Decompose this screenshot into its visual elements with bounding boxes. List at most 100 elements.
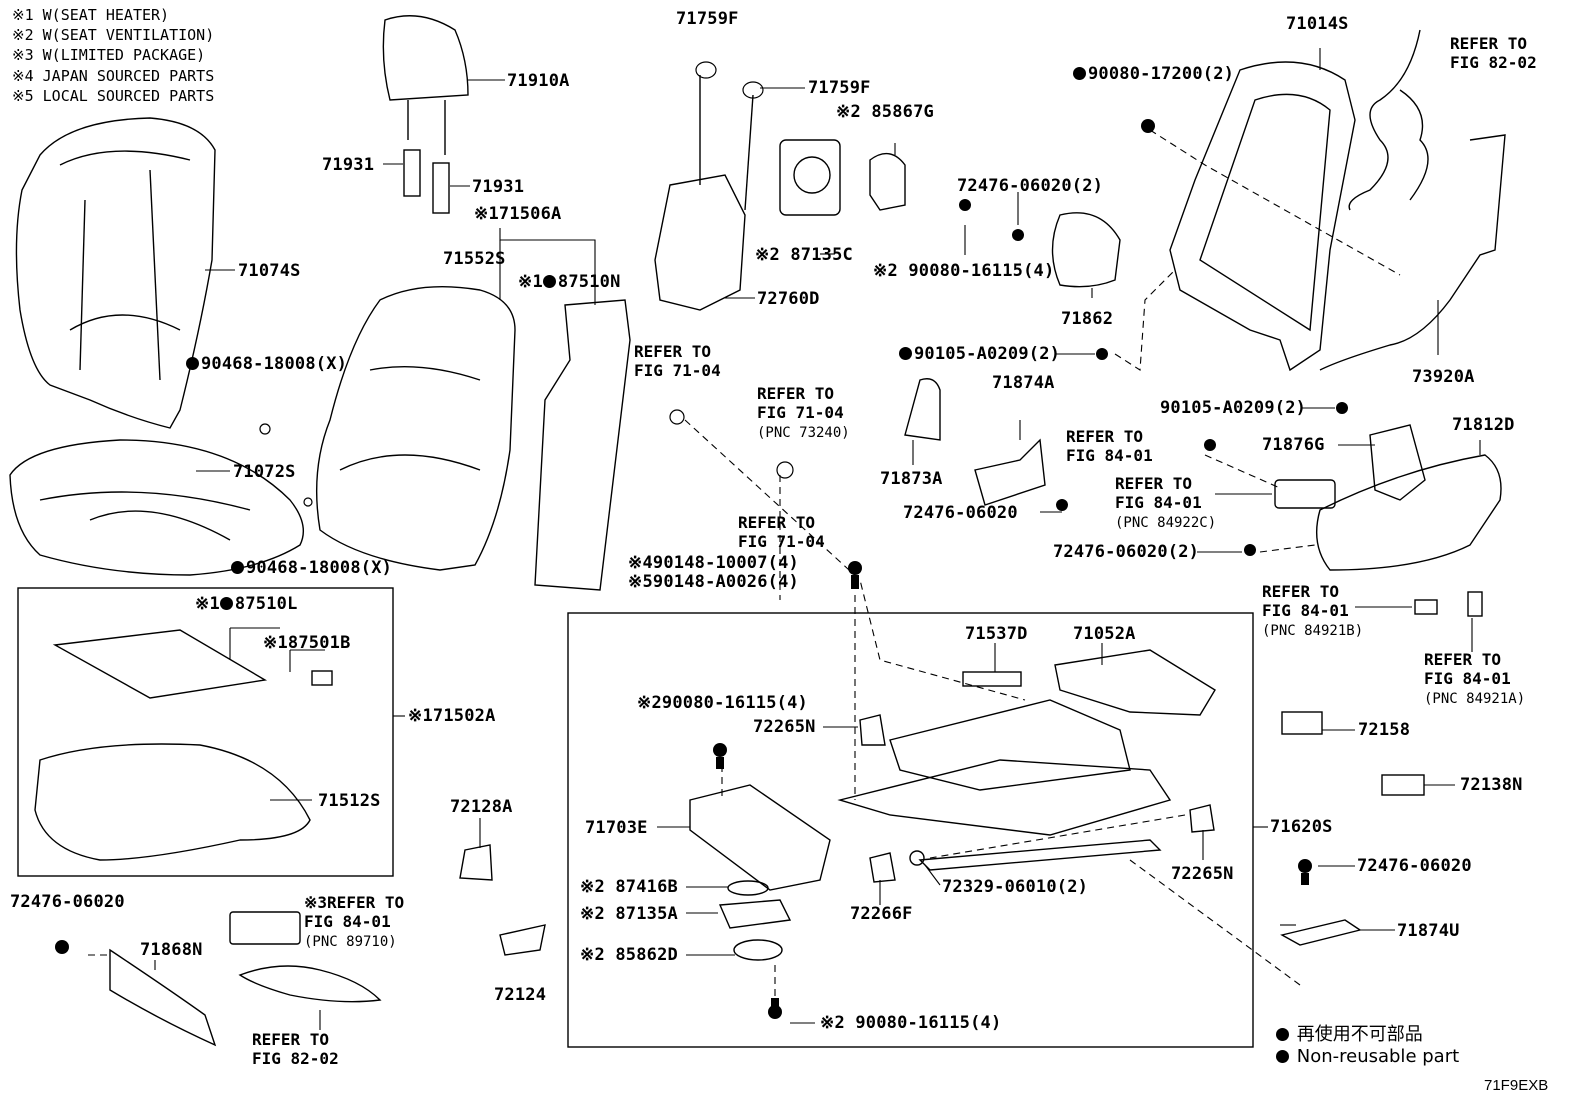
- part-72265n-upper[interactable]: 72265N: [753, 717, 816, 737]
- part-90105-lower[interactable]: 90105-A0209(2): [1160, 398, 1307, 418]
- part-87501b[interactable]: ※187501B: [263, 634, 351, 652]
- part-number: 90080-16115(4): [908, 261, 1055, 281]
- part-71620s[interactable]: 71620S: [1270, 817, 1333, 837]
- part-71537d[interactable]: 71537D: [965, 624, 1028, 644]
- pnc-text: (PNC 73240): [757, 425, 850, 441]
- part-71506a[interactable]: ※171506A: [474, 204, 562, 224]
- part-90080-16115-box-top[interactable]: ※290080-16115(4): [637, 694, 808, 712]
- note-mark: ※2: [820, 1013, 845, 1033]
- headrest-drawing: [382, 15, 469, 214]
- part-number: 87135A: [615, 904, 678, 924]
- refer-text: REFER TO FIG 84-01: [1424, 650, 1511, 688]
- part-72158[interactable]: 72158: [1358, 720, 1411, 740]
- part-87135a[interactable]: ※2 87135A: [580, 905, 678, 923]
- part-87135c[interactable]: ※2 87135C: [755, 246, 853, 264]
- part-71759f-lower[interactable]: 71759F: [808, 78, 871, 98]
- part-73920a[interactable]: 73920A: [1412, 367, 1475, 387]
- part-71868n[interactable]: 71868N: [140, 940, 203, 960]
- part-71876g[interactable]: 71876G: [1262, 435, 1325, 455]
- part-72476-06020-2-top[interactable]: 72476-06020(2): [957, 176, 1104, 196]
- part-number: 90080-17200(2): [1088, 64, 1235, 84]
- part-72138n[interactable]: 72138N: [1460, 775, 1523, 795]
- note-text: W(SEAT VENTILATION): [42, 26, 215, 44]
- part-85867g[interactable]: ※2 85867G: [836, 103, 934, 121]
- part-71862[interactable]: 71862: [1061, 309, 1114, 329]
- part-90148-10007[interactable]: ※490148-10007(4): [628, 554, 799, 572]
- refer-fig-84-01-a[interactable]: REFER TO FIG 84-01: [1066, 427, 1153, 465]
- part-71703e[interactable]: 71703E: [585, 818, 648, 838]
- note-mark: ※1: [408, 706, 433, 726]
- note-4: ※4 JAPAN SOURCED PARTS: [12, 66, 214, 87]
- part-72265n-lower[interactable]: 72265N: [1171, 864, 1234, 884]
- non-reusable-dot-icon: [186, 357, 199, 370]
- part-72128a[interactable]: 72128A: [450, 797, 513, 817]
- part-71014s[interactable]: 71014S: [1286, 14, 1349, 34]
- part-72476-06020-2-right[interactable]: 72476-06020(2): [1053, 542, 1200, 562]
- part-90080-17200[interactable]: 90080-17200(2): [1073, 65, 1234, 83]
- refer-fig-84-01-b[interactable]: REFER TO FIG 84-01 (PNC 84922C): [1115, 474, 1216, 533]
- note-mark: ※2: [580, 945, 605, 965]
- part-72476-06020-lower-left[interactable]: 72476-06020: [10, 892, 125, 912]
- note-mark: ※3: [304, 893, 328, 912]
- refer-fig-84-01-c[interactable]: REFER TO FIG 84-01 (PNC 84921B): [1262, 582, 1363, 641]
- part-71931-lower[interactable]: 71931: [472, 177, 525, 197]
- note-mark: ※5: [12, 87, 34, 105]
- part-71874a[interactable]: 71874A: [992, 373, 1055, 393]
- non-reusable-dot-icon: [231, 561, 244, 574]
- part-71512s[interactable]: 71512S: [318, 791, 381, 811]
- switch-84922c-drawing: [1274, 479, 1336, 509]
- part-71074s[interactable]: 71074S: [238, 261, 301, 281]
- seat-track-drawing: [837, 649, 1216, 871]
- refer-fig-84-01-e[interactable]: ※3REFER TO FIG 84-01 (PNC 89710): [304, 893, 404, 952]
- part-number: 87510N: [557, 272, 621, 292]
- part-90080-16115-top[interactable]: ※2 90080-16115(4): [873, 262, 1054, 280]
- note-text: W(LIMITED PACKAGE): [42, 46, 206, 64]
- seatback-cover-drawing: [15, 117, 216, 429]
- part-72760d[interactable]: 72760D: [757, 289, 820, 309]
- part-85862d[interactable]: ※2 85862D: [580, 946, 678, 964]
- refer-fig-71-04-a[interactable]: REFER TO FIG 71-04: [634, 342, 721, 380]
- part-71502a[interactable]: ※171502A: [408, 707, 496, 725]
- part-71052a[interactable]: 71052A: [1073, 624, 1136, 644]
- part-72476-06020-lower-right[interactable]: 72476-06020: [1357, 856, 1472, 876]
- refer-text: REFER TO FIG 84-01: [304, 893, 405, 931]
- part-71759f-upper[interactable]: 71759F: [676, 9, 739, 29]
- part-90148-a0026[interactable]: ※590148-A0026(4): [628, 573, 799, 591]
- part-90468-lower[interactable]: 90468-18008(X): [231, 559, 392, 577]
- part-number: 90148-A0026(4): [652, 572, 799, 592]
- legend-jp: 再使用不可部品: [1276, 1020, 1423, 1046]
- dashed-leaders: [88, 129, 1401, 1000]
- legend-jp-text: 再使用不可部品: [1296, 1024, 1423, 1045]
- part-71072s[interactable]: 71072S: [233, 462, 296, 482]
- diagram-code: 71F9EXB: [1484, 1077, 1549, 1094]
- part-72266f[interactable]: 72266F: [850, 904, 913, 924]
- cover-71873a-drawing: [904, 378, 941, 441]
- refer-fig-71-04-c[interactable]: REFER TO FIG 71-04: [738, 513, 825, 551]
- part-71552s[interactable]: 71552S: [443, 249, 506, 269]
- part-71812d[interactable]: 71812D: [1452, 415, 1515, 435]
- refer-fig-84-01-d[interactable]: REFER TO FIG 84-01 (PNC 84921A): [1424, 650, 1525, 709]
- part-71874u[interactable]: 71874U: [1397, 921, 1460, 941]
- note-mark: ※5: [628, 572, 653, 592]
- pnc-text: (PNC 84921B): [1262, 623, 1364, 639]
- part-90468-upper[interactable]: 90468-18008(X): [186, 355, 347, 373]
- refer-fig-71-04-b[interactable]: REFER TO FIG 71-04 (PNC 73240): [757, 384, 850, 443]
- trim-71868n-drawing: [109, 948, 217, 1047]
- part-71910a[interactable]: 71910A: [507, 71, 570, 91]
- part-72124[interactable]: 72124: [494, 985, 547, 1005]
- part-87416b[interactable]: ※2 87416B: [580, 878, 678, 896]
- refer-fig-82-02-bottom[interactable]: REFER TO FIG 82-02: [252, 1030, 339, 1068]
- part-72329-06010[interactable]: 72329-06010(2): [942, 877, 1089, 897]
- part-number: 90080-16115(4): [661, 693, 808, 713]
- part-72476-06020-mid[interactable]: 72476-06020: [903, 503, 1018, 523]
- cover-71862-drawing: [1051, 212, 1121, 288]
- refer-fig-82-02-top[interactable]: REFER TO FIG 82-02: [1450, 34, 1537, 72]
- part-number: 87510L: [234, 594, 298, 614]
- part-71931-upper[interactable]: 71931: [322, 155, 375, 175]
- part-71873a[interactable]: 71873A: [880, 469, 943, 489]
- part-90080-16115-box-bottom[interactable]: ※2 90080-16115(4): [820, 1014, 1001, 1032]
- part-90105-upper[interactable]: 90105-A0209(2): [899, 345, 1060, 363]
